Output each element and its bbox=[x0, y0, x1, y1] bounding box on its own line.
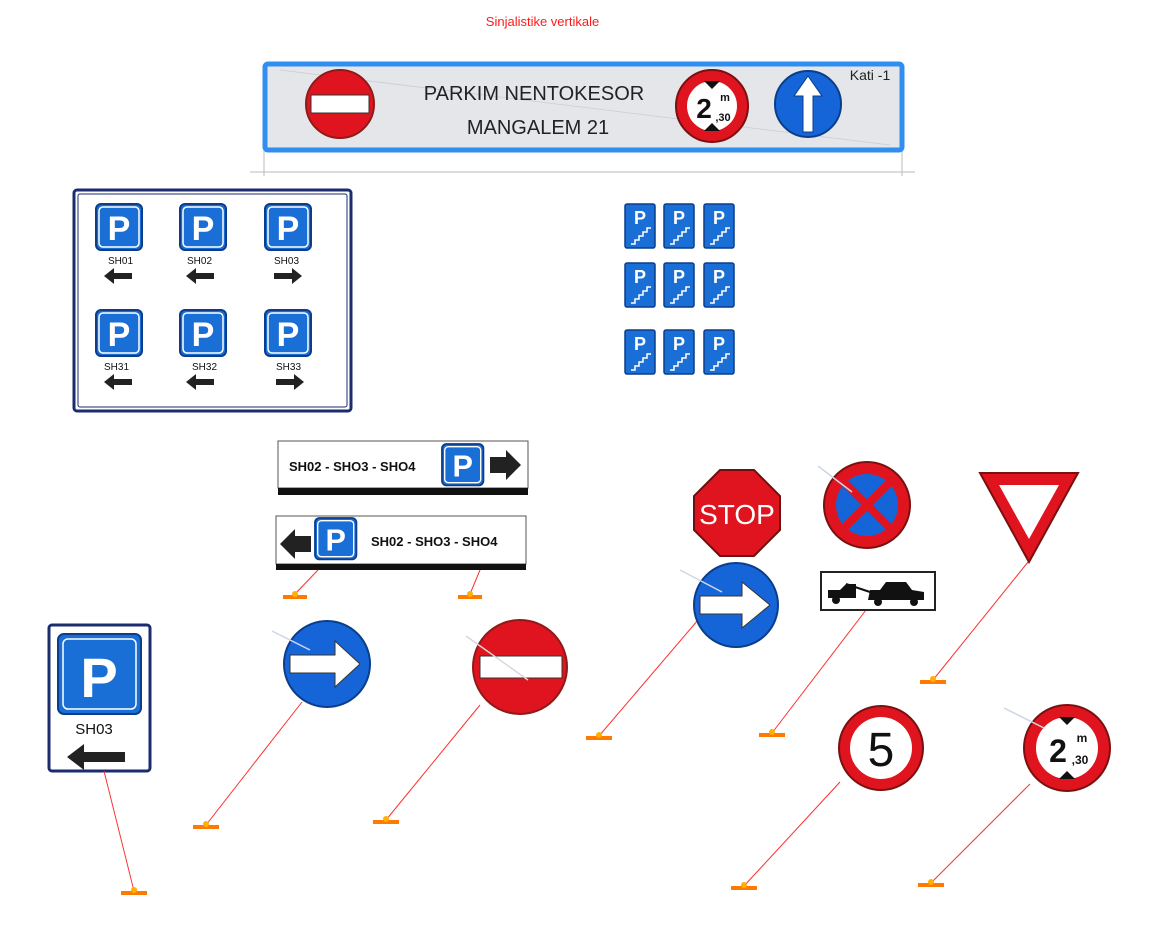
sign-base bbox=[121, 887, 147, 895]
sign-base bbox=[193, 821, 219, 829]
stairs-icon bbox=[663, 262, 695, 308]
stop-text: STOP bbox=[699, 499, 775, 530]
parking-icon bbox=[179, 309, 227, 357]
stairs-icon bbox=[624, 203, 656, 249]
speed-limit-sign: 5 bbox=[731, 705, 924, 890]
no-stopping-sign bbox=[817, 461, 911, 549]
parking-icon bbox=[95, 203, 143, 251]
direction-sign-right: SH02 - SHO3 - SHO4 bbox=[277, 440, 529, 495]
no-stopping-icon bbox=[823, 461, 911, 549]
stairs-icon bbox=[703, 203, 735, 249]
stairs-icon bbox=[624, 329, 656, 375]
height-limit-icon: 2 m ,30 bbox=[675, 69, 749, 143]
keep-right-sign-2 bbox=[586, 562, 779, 740]
tow-away-icon bbox=[828, 582, 924, 606]
stop-icon bbox=[693, 469, 781, 557]
parking-icon bbox=[264, 309, 312, 357]
stop-sign: STOP bbox=[693, 469, 781, 557]
height-limit-decimal: ,30 bbox=[1072, 753, 1089, 767]
stairs-icon bbox=[703, 262, 735, 308]
parking-icon bbox=[95, 309, 143, 357]
directory-code: SH02 bbox=[187, 256, 212, 267]
floor-label: Kati -1 bbox=[850, 67, 891, 83]
directory-code: SH31 bbox=[104, 362, 129, 373]
stairs-icon bbox=[663, 329, 695, 375]
keep-right-sign-1 bbox=[193, 620, 371, 829]
yield-sign bbox=[920, 472, 1080, 684]
direction-text-right: SH02 - SHO3 - SHO4 bbox=[289, 459, 416, 474]
parking-icon bbox=[441, 443, 485, 487]
banner-line-2: MANGALEM 21 bbox=[467, 117, 609, 139]
sign-base bbox=[731, 882, 757, 890]
height-limit-sign: 2 m ,30 bbox=[918, 704, 1111, 887]
sign-base bbox=[920, 676, 946, 684]
speed-limit-icon: 5 bbox=[838, 705, 924, 791]
arrow-left-icon bbox=[280, 529, 311, 559]
parking-icon: P bbox=[80, 646, 117, 709]
direction-sign-left: SH02 - SHO3 - SHO4 bbox=[275, 515, 527, 599]
stairs-icon bbox=[663, 203, 695, 249]
ahead-only-icon bbox=[774, 70, 842, 138]
directory-code: SH03 bbox=[274, 256, 299, 267]
parking-icon bbox=[264, 203, 312, 251]
height-limit-icon: 2 m ,30 bbox=[1023, 704, 1111, 792]
height-limit-value: 2 bbox=[1049, 733, 1067, 769]
sign-base bbox=[586, 732, 612, 740]
directory-code: SH01 bbox=[108, 256, 133, 267]
height-limit-unit: m bbox=[1077, 731, 1088, 745]
parking-directory-board: SH01 SH02 SH03 SH31 SH32 SH33 bbox=[72, 188, 353, 413]
height-limit-value: 2 bbox=[696, 93, 712, 124]
sh03-code: SH03 bbox=[75, 721, 113, 738]
no-entry-sign bbox=[373, 619, 568, 824]
arrow-right-icon bbox=[490, 450, 521, 480]
no-entry-icon bbox=[472, 619, 568, 715]
direction-text-left: SH02 - SHO3 - SHO4 bbox=[371, 534, 498, 549]
directory-code: SH32 bbox=[192, 362, 217, 373]
sign-base bbox=[918, 879, 944, 887]
tow-away-sign bbox=[759, 571, 936, 737]
sign-base bbox=[283, 591, 307, 599]
parking-icon bbox=[179, 203, 227, 251]
sign-base bbox=[458, 591, 482, 599]
height-limit-decimal: ,30 bbox=[715, 112, 730, 124]
speed-limit-value: 5 bbox=[868, 724, 895, 777]
stairs-parking-tiles bbox=[624, 203, 735, 375]
sign-base bbox=[373, 816, 399, 824]
page-title: Sinjalistike vertikale bbox=[485, 14, 600, 29]
directory-code: SH33 bbox=[276, 362, 301, 373]
keep-right-icon bbox=[283, 620, 371, 708]
yield-icon bbox=[978, 472, 1080, 565]
height-limit-unit: m bbox=[720, 92, 730, 104]
stairs-icon bbox=[703, 329, 735, 375]
stairs-icon bbox=[624, 262, 656, 308]
parking-icon bbox=[314, 517, 358, 561]
entrance-banner: PARKIM NENTOKESOR MANGALEM 21 2 m ,30 Ka… bbox=[250, 61, 915, 176]
sign-base bbox=[759, 729, 785, 737]
no-entry-icon bbox=[305, 69, 375, 139]
sh03-parking-sign: P SH03 bbox=[47, 623, 152, 895]
keep-right-icon bbox=[693, 562, 779, 648]
banner-line-1: PARKIM NENTOKESOR bbox=[424, 83, 644, 105]
arrow-left-icon bbox=[67, 744, 125, 770]
